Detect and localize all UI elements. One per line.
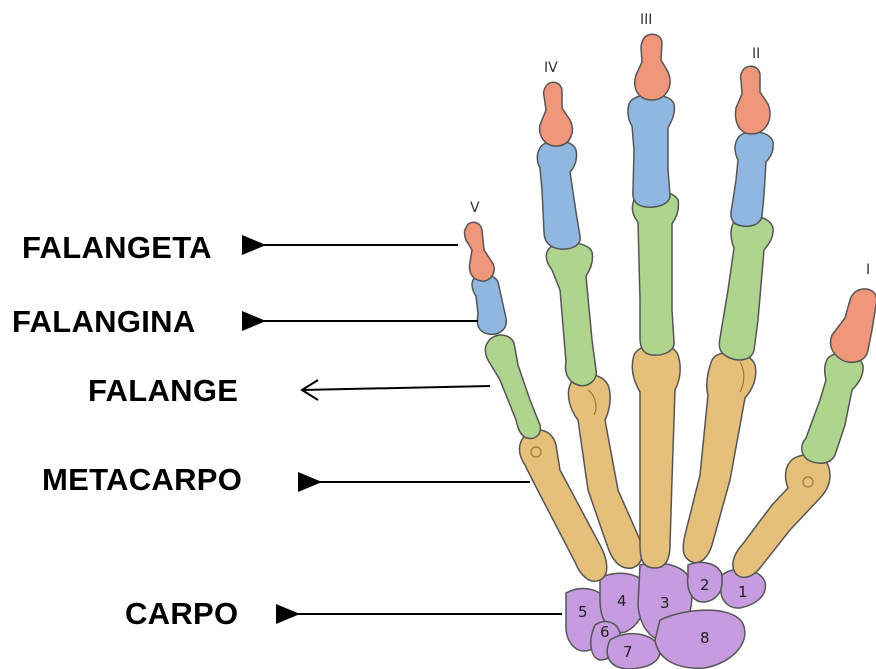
carpal-number-8: 8 [700,629,710,647]
carpal-number-7: 7 [623,643,633,661]
metacarpal-iii [632,344,680,568]
middle-phalanx-v [472,275,506,334]
carpal-number-1: 1 [738,583,748,601]
carpal-bone-7 [607,634,660,669]
proximal-phalanx-iv [546,243,596,386]
distal-phalanx-iv [540,82,573,146]
distal-phalanx-ii [736,66,770,134]
proximal-phalanx-iii [632,191,678,355]
finger-numeral-v: V [470,200,480,216]
finger-numeral-iv: IV [544,60,558,76]
finger-numeral-iii: III [640,12,652,28]
middle-phalanx-iii [628,95,675,207]
distal-phalanx-i [830,289,876,362]
label-carpo: CARPO [125,596,238,632]
metacarpal-bones [519,344,830,581]
label-metacarpo: METACARPO [42,462,242,498]
distal-phalanx-v [465,222,495,281]
carpal-number-6: 6 [600,623,610,641]
carpal-number-3: 3 [660,594,670,612]
carpal-number-5: 5 [578,603,588,621]
finger-numeral-i: I [866,262,870,278]
label-falangeta: FALANGETA [22,230,212,266]
distal-phalanx-iii [635,34,670,100]
label-arrows [262,245,562,614]
arrow-falange [302,380,490,400]
carpal-number-2: 2 [700,576,710,594]
label-falange: FALANGE [88,373,238,409]
proximal-phalanx-i [802,353,863,463]
middle-phalanx-ii [731,132,773,227]
carpal-number-4: 4 [617,592,627,610]
finger-numeral-ii: II [752,46,760,62]
middle-phalanx-iv [537,141,580,249]
metacarpal-ii [683,352,756,562]
metacarpal-i [733,455,830,578]
proximal-phalanx-v [485,335,540,438]
proximal-phalanx-ii [719,216,773,360]
label-falangina: FALANGINA [12,304,196,340]
